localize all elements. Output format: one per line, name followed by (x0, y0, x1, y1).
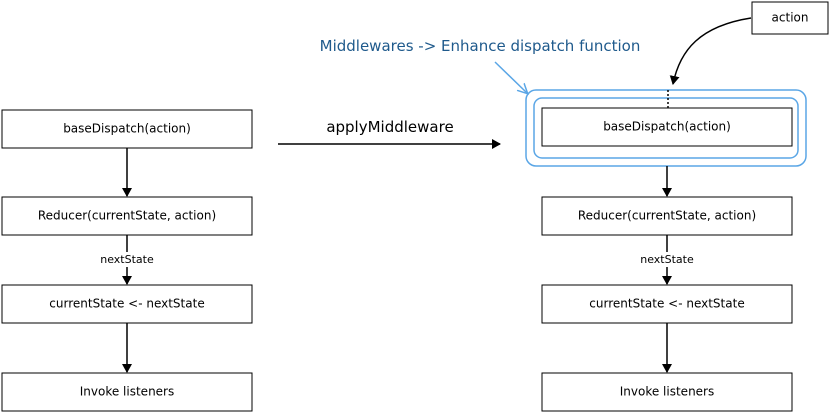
right-listeners-box: Invoke listeners (541, 372, 793, 412)
left-dispatch-label: baseDispatch(action) (63, 122, 191, 136)
left-reducer-box: Reducer(currentState, action) (1, 196, 253, 236)
left-listeners-label: Invoke listeners (80, 385, 175, 399)
right-reducer-box: Reducer(currentState, action) (541, 196, 793, 236)
apply-middleware-transform: applyMiddleware (278, 118, 501, 149)
middleware-caption: Middlewares -> Enhance dispatch function (320, 37, 641, 55)
left-dispatch-box: baseDispatch(action) (1, 109, 253, 149)
left-reducer-label: Reducer(currentState, action) (38, 209, 216, 223)
left-state-label: currentState <- nextState (49, 297, 204, 311)
right-flow: Middlewares -> Enhance dispatch function… (320, 1, 829, 412)
middleware-inner-ring (533, 97, 799, 159)
right-dispatch-label: baseDispatch(action) (603, 120, 731, 134)
left-listeners-box: Invoke listeners (1, 372, 253, 412)
right-edge-label: nextState (640, 253, 694, 266)
action-label: action (772, 11, 809, 25)
apply-middleware-label: applyMiddleware (326, 118, 453, 136)
right-reducer-label: Reducer(currentState, action) (578, 209, 756, 223)
action-box: action (751, 1, 829, 35)
middleware-pointer-arrow (494, 61, 527, 93)
left-edge-label-bg (95, 252, 159, 267)
right-listeners-label: Invoke listeners (620, 385, 715, 399)
middleware-outer-ring (525, 89, 807, 167)
action-to-dispatch-arrow (669, 17, 752, 85)
left-state-box: currentState <- nextState (1, 284, 253, 324)
right-state-label: currentState <- nextState (589, 297, 744, 311)
right-dispatch-box: baseDispatch(action) (541, 107, 793, 147)
right-state-box: currentState <- nextState (541, 284, 793, 324)
right-edge-label-bg (635, 252, 699, 267)
left-flow: baseDispatch(action) Reducer(currentStat… (1, 109, 253, 412)
left-edge-label: nextState (100, 253, 154, 266)
